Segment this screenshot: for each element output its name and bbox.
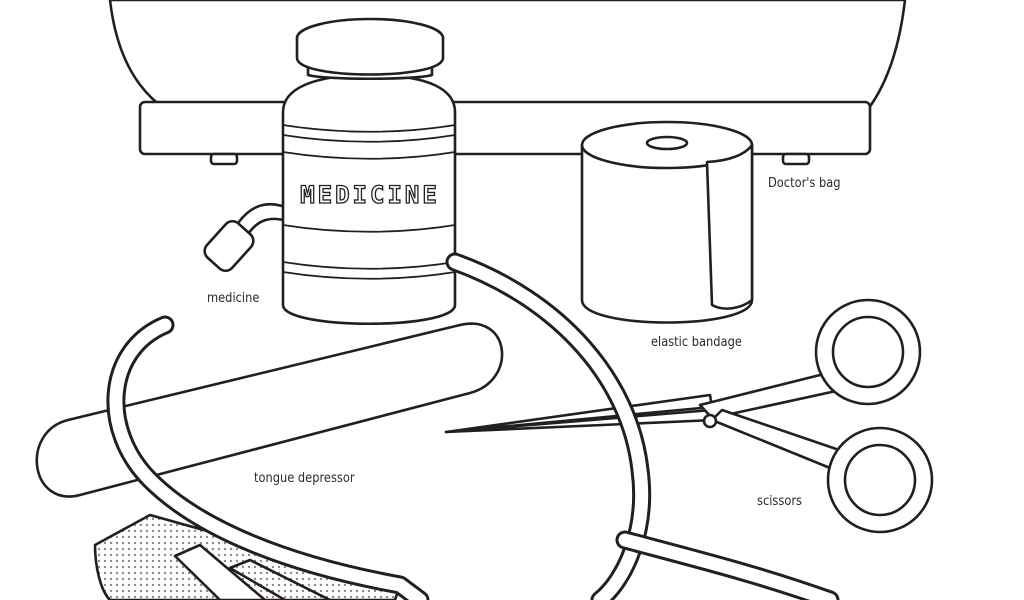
label-scissors: scissors bbox=[757, 494, 803, 509]
label-elastic-bandage: elastic bandage bbox=[651, 335, 742, 350]
elastic-bandage-drawing bbox=[580, 120, 754, 324]
stethoscope-tube-drawing bbox=[203, 202, 294, 273]
medicine-bottle-drawing: MEDICINE bbox=[281, 17, 457, 325]
scissors-drawing bbox=[444, 298, 934, 534]
stethoscope-drawing bbox=[106, 252, 840, 600]
label-medicine: medicine bbox=[207, 291, 260, 306]
bottle-label-text: MEDICINE bbox=[300, 181, 440, 209]
label-doctors-bag: Doctor's bag bbox=[768, 176, 841, 191]
doctors-bag-drawing bbox=[108, 0, 907, 166]
tongue-depressor-drawing bbox=[35, 322, 504, 498]
adhesive-bandage-drawing bbox=[93, 513, 402, 600]
label-tongue-depressor: tongue depressor bbox=[254, 471, 355, 486]
